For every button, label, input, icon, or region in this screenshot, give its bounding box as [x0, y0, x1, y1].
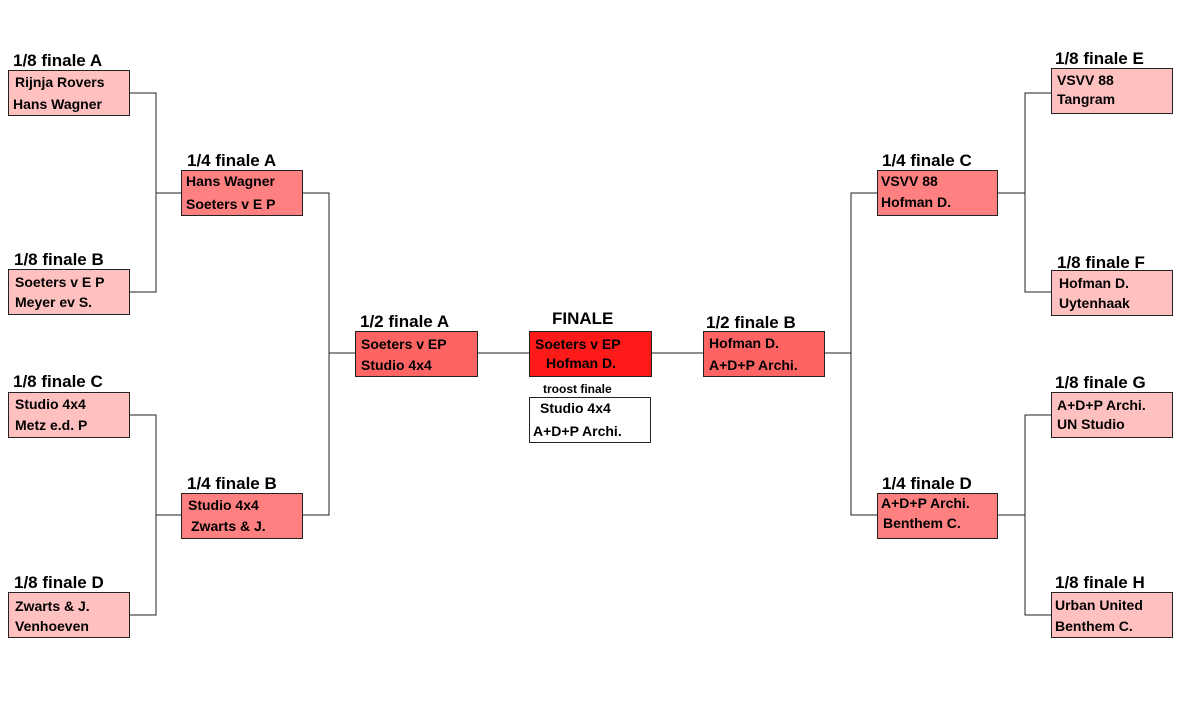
team-name: Hans Wagner — [13, 96, 102, 112]
team-name: Urban United — [1055, 597, 1143, 613]
team-name: Venhoeven — [15, 618, 89, 634]
match-box-eighth-d: Zwarts & J. Venhoeven — [8, 592, 130, 638]
team-name: Hofman D. — [1059, 275, 1129, 291]
team-name: UN Studio — [1057, 416, 1125, 432]
match-box-semi-b: Hofman D. A+D+P Archi. — [703, 331, 825, 377]
round-title-quarter-a: 1/4 finale A — [187, 151, 277, 170]
team-name: Metz e.d. P — [15, 417, 88, 433]
team-name: Hofman D. — [881, 194, 951, 210]
match-box-eighth-h: Urban United Benthem C. — [1051, 592, 1173, 638]
team-name: Studio 4x4 — [540, 400, 611, 416]
match-box-consolation: Studio 4x4 A+D+P Archi. — [529, 397, 651, 443]
round-title-semi-a: 1/2 finale A — [360, 312, 450, 331]
round-title-final: FINALE — [552, 309, 614, 328]
team-name: VSVV 88 — [1057, 72, 1114, 88]
team-name: A+D+P Archi. — [533, 423, 622, 439]
team-name: Soeters v E P — [15, 274, 105, 290]
team-name: Hofman D. — [709, 335, 779, 351]
team-name: Soeters v E P — [186, 196, 276, 212]
round-title-eighth-g: 1/8 finale G — [1055, 373, 1146, 392]
match-box-quarter-a: Hans Wagner Soeters v E P — [181, 170, 303, 216]
team-name: Studio 4x4 — [361, 357, 432, 373]
round-title-semi-b: 1/2 finale B — [706, 313, 796, 332]
round-title-quarter-c: 1/4 finale C — [882, 151, 972, 170]
match-box-eighth-a: Rijnja Rovers Hans Wagner — [8, 70, 130, 116]
match-box-quarter-c: VSVV 88 Hofman D. — [877, 170, 998, 216]
team-name: Zwarts & J. — [15, 598, 90, 614]
team-name: Studio 4x4 — [188, 497, 259, 513]
match-box-eighth-e: VSVV 88 Tangram — [1051, 68, 1173, 114]
match-box-eighth-g: A+D+P Archi. UN Studio — [1051, 392, 1173, 438]
match-box-eighth-c: Studio 4x4 Metz e.d. P — [8, 392, 130, 438]
team-name: Tangram — [1057, 91, 1116, 107]
round-title-eighth-f: 1/8 finale F — [1057, 253, 1145, 272]
team-name: Hans Wagner — [186, 173, 275, 189]
team-name: Meyer ev S. — [15, 294, 93, 310]
match-box-semi-a: Soeters v EP Studio 4x4 — [355, 331, 478, 377]
round-title-eighth-e: 1/8 finale E — [1055, 49, 1144, 68]
team-name: Hofman D. — [546, 355, 616, 371]
team-name: A+D+P Archi. — [881, 495, 970, 511]
team-name: Zwarts & J. — [191, 518, 266, 534]
match-box-quarter-b: Studio 4x4 Zwarts & J. — [181, 493, 303, 539]
match-box-quarter-d: A+D+P Archi. Benthem C. — [877, 493, 998, 539]
team-name: A+D+P Archi. — [1057, 397, 1146, 413]
team-name: Benthem C. — [883, 515, 961, 531]
team-name: Studio 4x4 — [15, 396, 86, 412]
round-title-eighth-h: 1/8 finale H — [1055, 573, 1145, 592]
round-title-consolation: troost finale — [543, 382, 612, 396]
round-title-quarter-d: 1/4 finale D — [882, 474, 972, 493]
match-box-eighth-b: Soeters v E P Meyer ev S. — [8, 269, 130, 315]
team-name: Benthem C. — [1055, 618, 1133, 634]
round-title-eighth-d: 1/8 finale D — [14, 573, 104, 592]
team-name: Rijnja Rovers — [15, 74, 105, 90]
team-name: Uytenhaak — [1059, 295, 1130, 311]
team-name: A+D+P Archi. — [709, 357, 798, 373]
match-box-final: Soeters v EP Hofman D. — [529, 331, 652, 377]
team-name: Soeters v EP — [361, 336, 447, 352]
round-title-quarter-b: 1/4 finale B — [187, 474, 277, 493]
round-title-eighth-b: 1/8 finale B — [14, 250, 104, 269]
round-title-eighth-a: 1/8 finale A — [13, 51, 103, 70]
team-name: Soeters v EP — [535, 336, 621, 352]
round-title-eighth-c: 1/8 finale C — [13, 372, 103, 391]
match-box-eighth-f: Hofman D. Uytenhaak — [1051, 270, 1173, 316]
team-name: VSVV 88 — [881, 173, 938, 189]
